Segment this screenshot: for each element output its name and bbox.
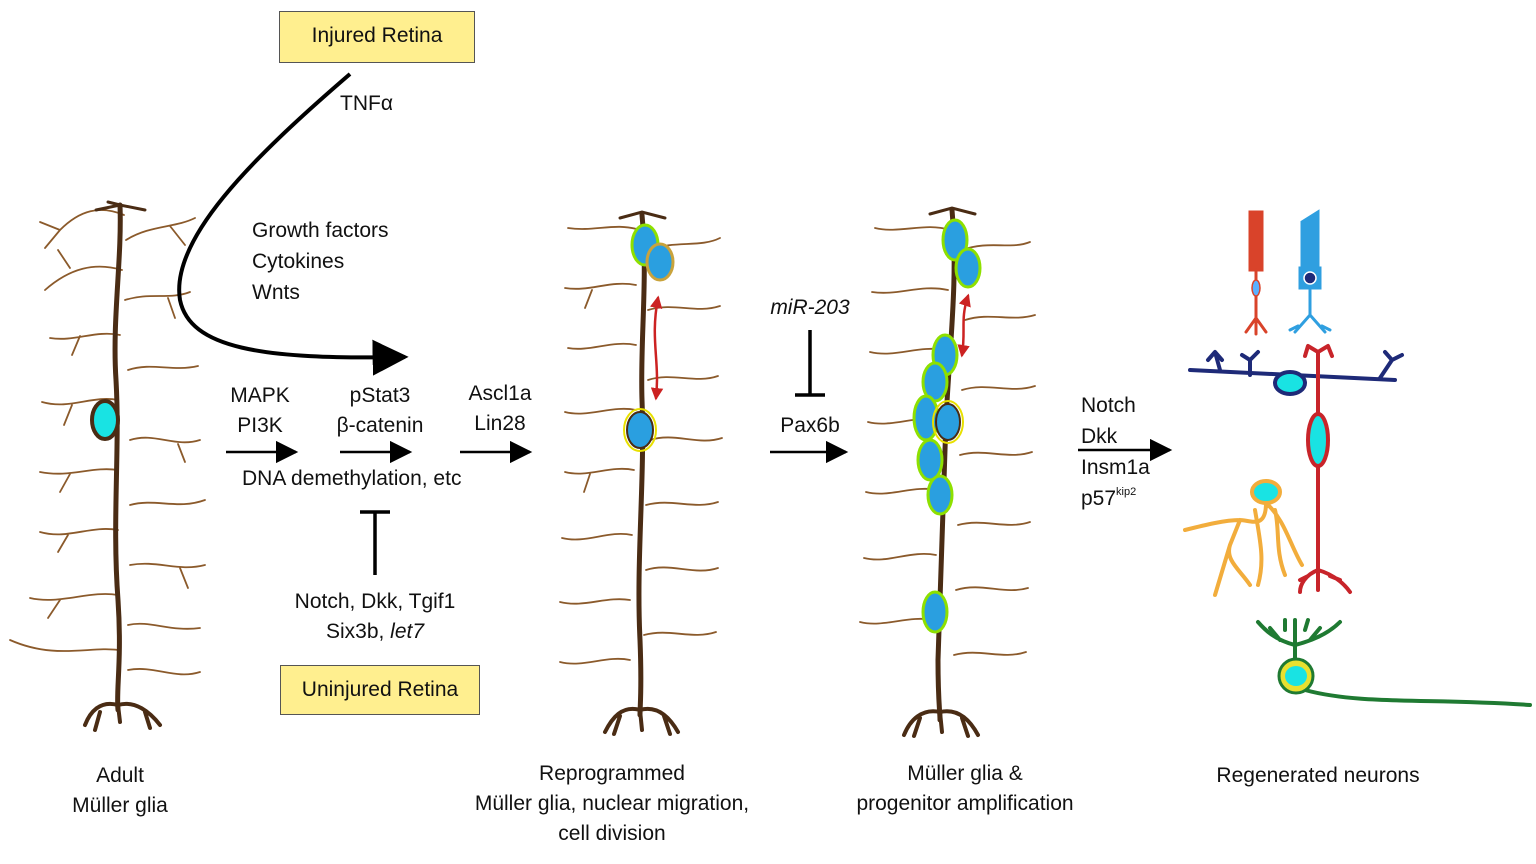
injury-curve-arrow xyxy=(177,72,409,376)
caption-adult-line2: Müller glia xyxy=(72,794,168,817)
ganglion-cell xyxy=(1256,618,1532,707)
caption-reprogrammed-line1: Reprogrammed xyxy=(539,762,685,785)
p57-text: p57 xyxy=(1081,487,1117,510)
horizontal-cell xyxy=(1188,350,1404,396)
caption-adult-line1: Adult xyxy=(96,764,144,787)
wnts-label: Wnts xyxy=(252,281,300,304)
inhibit-bar-notch xyxy=(360,510,390,575)
mir203-label: miR-203 xyxy=(770,296,850,319)
caption-regenerated: Regenerated neurons xyxy=(1216,764,1420,787)
insm1a-label: Insm1a xyxy=(1081,456,1150,479)
signal-arrows xyxy=(177,72,1173,575)
pstat3-label: pStat3 xyxy=(349,384,411,407)
regenerated-neurons xyxy=(1183,209,1532,707)
tnf-label: TNFα xyxy=(340,92,393,115)
bipolar-cell xyxy=(1298,344,1352,594)
dna-demethylation-label: DNA demethylation, etc xyxy=(242,467,462,490)
notch-label: Notch xyxy=(1081,394,1136,417)
amplified-muller-glia xyxy=(859,206,1036,738)
injured-retina-box: Injured Retina xyxy=(279,11,475,63)
pax6b-label: Pax6b xyxy=(780,414,840,437)
beta-catenin-label: β-catenin xyxy=(336,414,424,437)
ascl1a-label: Ascl1a xyxy=(468,382,532,405)
uninjured-retina-box: Uninjured Retina xyxy=(280,665,480,715)
growth-factors-label: Growth factors xyxy=(252,219,389,242)
caption-reprogrammed-line2: Müller glia, nuclear migration, xyxy=(474,792,750,815)
mapk-label: MAPK xyxy=(230,384,290,407)
cytokines-label: Cytokines xyxy=(252,250,345,273)
adult-nucleus xyxy=(90,399,120,441)
p57-label: p57kip2 xyxy=(1081,483,1136,514)
cone-photoreceptor xyxy=(1288,209,1332,334)
adult-muller-glia xyxy=(9,200,206,732)
lin28-label: Lin28 xyxy=(474,412,526,435)
inhibit-bar-mir xyxy=(795,330,825,397)
reprogrammed-muller-glia xyxy=(559,210,723,736)
pi3k-label: PI3K xyxy=(237,414,283,437)
amacrine-cell xyxy=(1183,479,1304,597)
caption-reprogrammed-line3: cell division xyxy=(558,822,666,845)
inhibitors-line2: Six3b, let7 xyxy=(270,616,480,647)
caption-amplification-line1: Müller glia & xyxy=(907,762,1023,785)
rod-photoreceptor xyxy=(1244,210,1268,336)
p57-superscript: kip2 xyxy=(1116,486,1137,498)
dkk-label: Dkk xyxy=(1081,425,1118,448)
caption-amplification-line2: progenitor amplification xyxy=(856,792,1074,815)
injured-retina-label: Injured Retina xyxy=(311,24,443,47)
uninjured-retina-label: Uninjured Retina xyxy=(301,678,459,701)
six3b-label: Six3b, xyxy=(325,620,391,643)
inhibitors-line1: Notch, Dkk, Tgif1 xyxy=(294,590,456,613)
let7-label: let7 xyxy=(390,620,425,643)
